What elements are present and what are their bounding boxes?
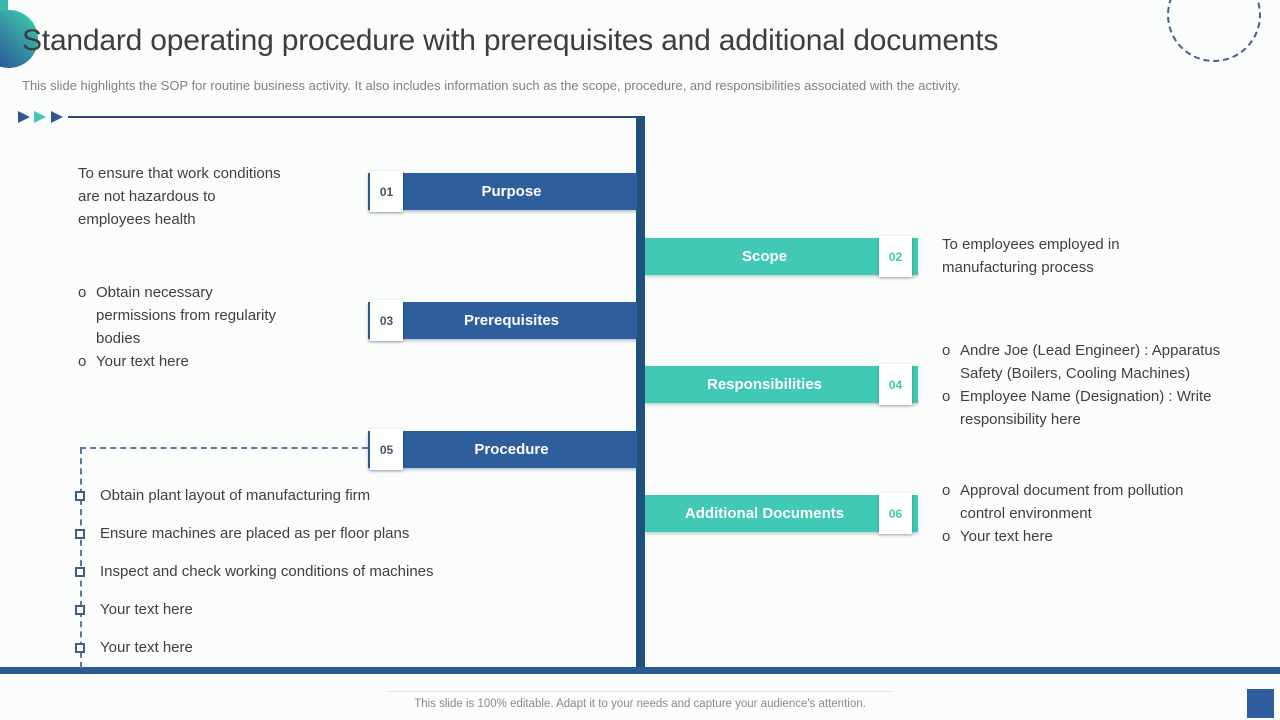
prerequisites-label: Prerequisites [463,312,560,329]
list-item: o Andre Joe (Lead Engineer) : Apparatus … [942,339,1272,385]
bullet-marker: o [78,284,87,301]
scope-label: Scope [741,248,787,265]
bullet-marker: o [78,353,87,370]
play-arrow-icon [51,111,63,123]
scope-description: To employees employed in manufacturing p… [942,236,1120,276]
page-title: Standard operating procedure with prereq… [22,24,999,57]
additional-documents-bar: 06 Additional Documents [645,493,918,534]
procedure-step: Inspect and check working conditions of … [100,563,434,580]
list-item: o Your text here [942,525,1272,548]
prerequisites-bar: 03 Prerequisites [368,300,637,341]
responsibilities-label: Responsibilities [706,376,823,393]
procedure-step: Your text here [100,601,193,618]
square-marker [75,643,85,653]
list-item: o Obtain necessary permissions from regu… [78,281,338,350]
scope-bar: 02 Scope [645,236,918,277]
dashed-circle-decoration [1167,0,1261,62]
square-marker [75,605,85,615]
square-marker [75,529,85,539]
purpose-label: Purpose [481,183,542,200]
bullet-marker: o [942,528,951,545]
square-marker [75,567,85,577]
timeline-center-bar [636,116,645,674]
bullet-marker: o [942,342,951,359]
additional-documents-list: o Approval document from pollution contr… [942,479,1272,548]
scope-number-badge: 02 [879,236,912,277]
additional-documents-number-badge: 06 [879,493,912,534]
list-item: o Approval document from pollution contr… [942,479,1272,525]
list-item: o Your text here [78,350,338,373]
procedure-connector-horizontal [80,447,368,449]
additional-documents-label: Additional Documents [684,505,845,522]
responsibilities-number-badge: 04 [879,364,912,405]
procedure-label: Procedure [474,441,549,458]
bottom-divider-bar [0,667,1280,674]
bullet-marker: o [942,482,951,499]
corner-square-decoration [1247,689,1274,718]
procedure-step: Obtain plant layout of manufacturing fir… [100,487,371,504]
purpose-number-badge: 01 [370,171,403,212]
purpose-bar: 01 Purpose [368,171,637,212]
procedure-bar: 05 Procedure [368,429,637,470]
procedure-connector-vertical [80,448,82,668]
list-item: o Employee Name (Designation) : Write re… [942,385,1272,431]
footer-divider [388,691,893,692]
prerequisites-number-badge: 03 [370,300,403,341]
play-arrow-icon [18,111,30,123]
prerequisites-list: o Obtain necessary permissions from regu… [78,281,338,373]
timeline-top-line [68,116,637,118]
responsibilities-bar: 04 Responsibilities [645,364,918,405]
page-subtitle: This slide highlights the SOP for routin… [22,78,961,93]
square-marker [75,491,85,501]
procedure-step: Your text here [100,639,193,656]
purpose-description: To ensure that work conditions are not h… [78,165,281,228]
corner-strip-decoration [0,0,8,14]
responsibilities-list: o Andre Joe (Lead Engineer) : Apparatus … [942,339,1272,431]
footer-note: This slide is 100% editable. Adapt it to… [414,698,866,710]
bullet-marker: o [942,388,951,405]
procedure-step: Ensure machines are placed as per floor … [100,525,410,542]
play-arrow-icon [34,111,46,123]
procedure-number-badge: 05 [370,429,403,470]
